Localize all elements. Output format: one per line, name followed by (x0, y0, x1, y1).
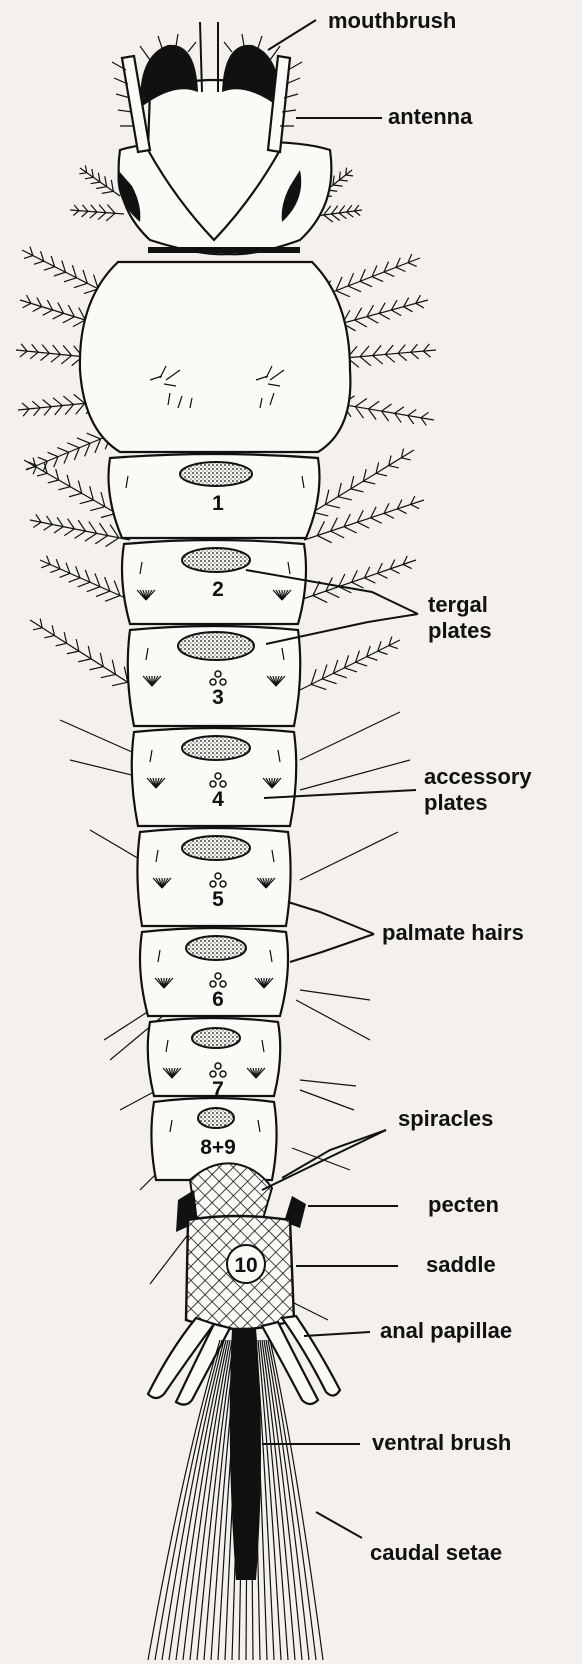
label-ventral-brush: ventral brush (372, 1430, 511, 1456)
tergal-plate (198, 1108, 234, 1128)
label-anal-papillae: anal papillae (380, 1318, 512, 1344)
feathered-hair (304, 496, 424, 543)
label-antenna: antenna (388, 104, 472, 130)
feathered-hair (300, 556, 416, 603)
segment-number: 1 (212, 492, 224, 515)
segment-number: 4 (212, 788, 224, 811)
tergal-plate (192, 1028, 240, 1048)
segment-number: 7 (212, 1078, 224, 1101)
thorax (80, 262, 350, 452)
feathered-hair (30, 619, 140, 690)
label-spiracles: spiracles (398, 1106, 493, 1132)
feathered-hair (300, 637, 400, 690)
feathered-hair (70, 204, 124, 220)
abdominal-segments (109, 454, 320, 1180)
tergal-plate (182, 836, 250, 860)
tergal-plate (180, 462, 252, 486)
tergal-plate (182, 736, 250, 760)
segment-number: 8+9 (200, 1136, 236, 1159)
label-palmate-hairs: palmate hairs (382, 920, 524, 946)
label-saddle: saddle (426, 1252, 496, 1278)
body-hair (300, 712, 400, 760)
head (112, 22, 331, 254)
body-hair (300, 990, 370, 1000)
feathered-hair (40, 556, 130, 602)
body-hair (300, 832, 398, 880)
body-hair (300, 1090, 354, 1110)
terminal-segments (148, 1163, 340, 1660)
label-mouthbrush: mouthbrush (328, 8, 456, 34)
label-caudal-setae: caudal setae (370, 1540, 502, 1566)
segment-number: 2 (212, 578, 224, 601)
body-hair (300, 1080, 356, 1086)
body-hair (300, 760, 410, 790)
tergal-plate (178, 632, 254, 660)
segment-number: 6 (212, 988, 224, 1011)
feathered-hair (79, 165, 120, 196)
body-hair (296, 1000, 370, 1040)
tergal-plate (186, 936, 246, 960)
tergal-plate (182, 548, 250, 572)
segment-number: 3 (212, 686, 224, 709)
label-pecten: pecten (428, 1192, 499, 1218)
segment-number: 5 (212, 888, 224, 911)
segment-number: 10 (234, 1254, 257, 1277)
